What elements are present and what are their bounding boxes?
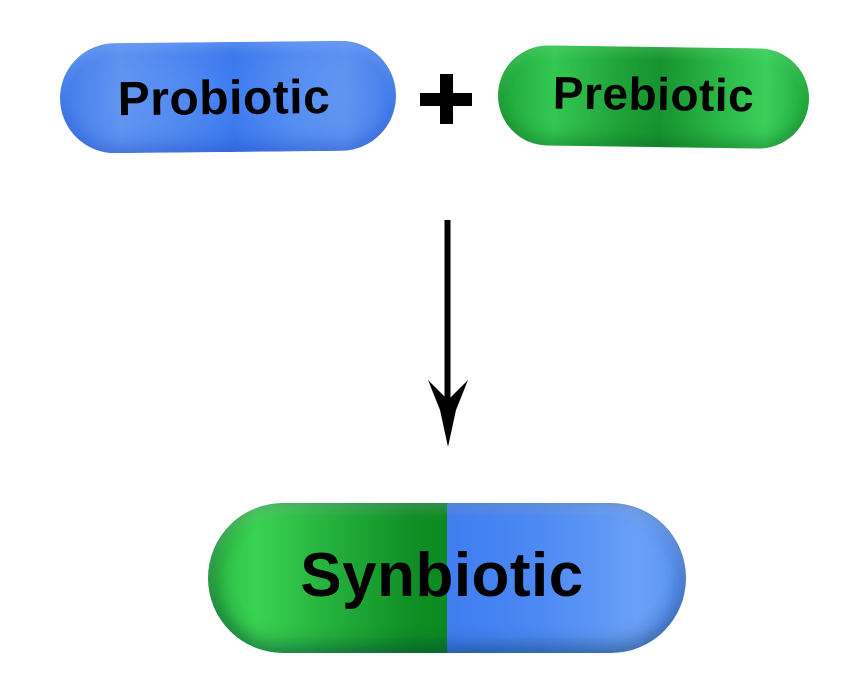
synbiotic-prebiotic-half	[208, 503, 447, 653]
synbiotic-label: Synbiotic	[300, 540, 584, 610]
probiotic-label: Probiotic	[117, 70, 331, 126]
prebiotic-capsule: Prebiotic	[497, 44, 810, 150]
arrow-shaft	[444, 220, 451, 400]
synbiotic-capsule: Synbiotic	[208, 503, 686, 653]
arrow-head	[428, 380, 468, 447]
plus-icon	[420, 74, 472, 124]
probiotic-capsule: Probiotic	[59, 40, 397, 154]
arrow-down-icon	[428, 220, 468, 447]
plus-vertical-bar	[440, 74, 453, 124]
synbiotic-probiotic-half	[447, 503, 686, 653]
prebiotic-label: Prebiotic	[552, 66, 755, 122]
